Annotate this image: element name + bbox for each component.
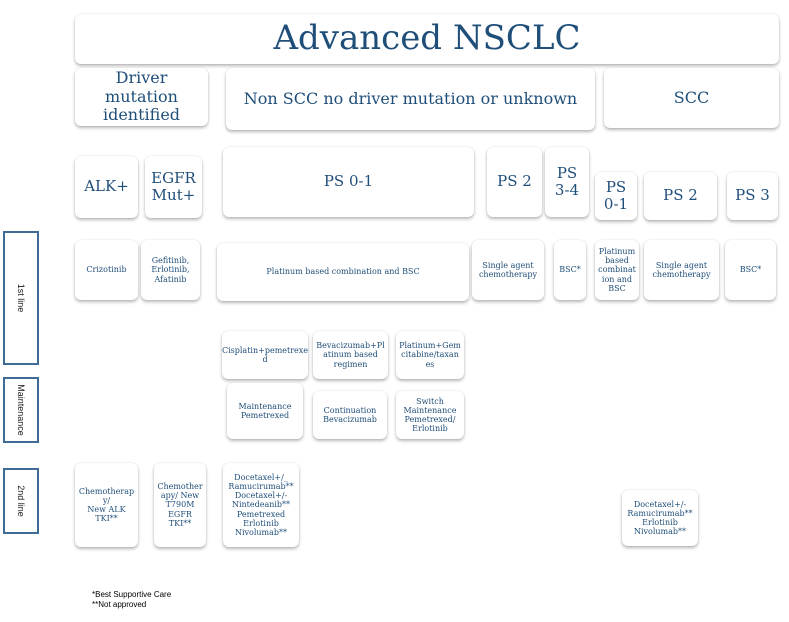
regimen-platinum-gemcitabine: Platinum+Gem citabine/taxan es (396, 331, 464, 379)
subgroup-scc-ps01: PS 0-1 (595, 172, 637, 220)
second-line-alk: Chemotherap y/ New ALK TKI** (75, 463, 138, 547)
group-scc: SCC (604, 68, 779, 128)
regimen-bevacizumab-platinum: Bevacizumab+Pl atinum based regimen (313, 331, 388, 379)
line-label-first: 1st line (3, 231, 39, 365)
subgroup-alk: ALK+ (75, 156, 138, 218)
subgroup-scc-ps2: PS 2 (644, 172, 717, 220)
first-line-scc-ps01: Platinum based combinat ion and BSC (595, 240, 639, 300)
line-label-second-text: 2nd line (16, 485, 26, 517)
maintenance-pemetrexed: Maintenance Pemetrexed (227, 383, 303, 439)
maintenance-switch: Switch Maintenance Pemetrexed/ Erlotinib (396, 391, 464, 439)
group-non-scc: Non SCC no driver mutation or unknown (226, 68, 595, 130)
first-line-scc-ps2: Single agent chemotherapy (644, 240, 719, 300)
line-label-maintenance: Maintenance (3, 377, 39, 443)
subgroup-nonscc-ps2: PS 2 (487, 147, 542, 217)
subgroup-scc-ps3: PS 3 (727, 172, 778, 220)
second-line-nonscc: Docetaxel+/_ Ramucirumab** Docetaxel+/- … (223, 463, 299, 547)
first-line-scc-ps3: BSC* (725, 240, 776, 300)
first-line-nonscc-ps34: BSC* (554, 240, 586, 300)
diagram-title: Advanced NSCLC (75, 14, 779, 64)
subgroup-nonscc-ps01: PS 0-1 (223, 147, 474, 217)
first-line-egfr: Gefitinib, Erlotinib, Afatinib (141, 240, 200, 300)
footnote-bsc: *Best Supportive Care (92, 590, 172, 599)
first-line-alk: Crizotinib (75, 240, 138, 300)
first-line-nonscc-ps01: Platinum based combination and BSC (217, 243, 469, 301)
footnote-not-approved: **Not approved (92, 600, 147, 609)
regimen-cisplatin-pemetrexed: Cisplatin+pemetrexe d (222, 331, 308, 379)
maintenance-bevacizumab: Continuation Bevacizumab (313, 391, 387, 439)
line-label-first-text: 1st line (16, 283, 26, 313)
second-line-egfr: Chemother apy/ New T790M EGFR TKI** (154, 463, 206, 547)
second-line-scc: Docetaxel+/- Ramucirumab** Erlotinib Niv… (622, 490, 698, 546)
first-line-nonscc-ps2: Single agent chemotherapy (472, 240, 544, 300)
subgroup-egfr: EGFR Mut+ (145, 156, 202, 218)
subgroup-nonscc-ps34: PS 3-4 (545, 147, 589, 217)
line-label-second: 2nd line (3, 468, 39, 534)
line-label-maintenance-text: Maintenance (16, 384, 26, 436)
group-driver-mutation: Driver mutation identified (75, 68, 208, 126)
